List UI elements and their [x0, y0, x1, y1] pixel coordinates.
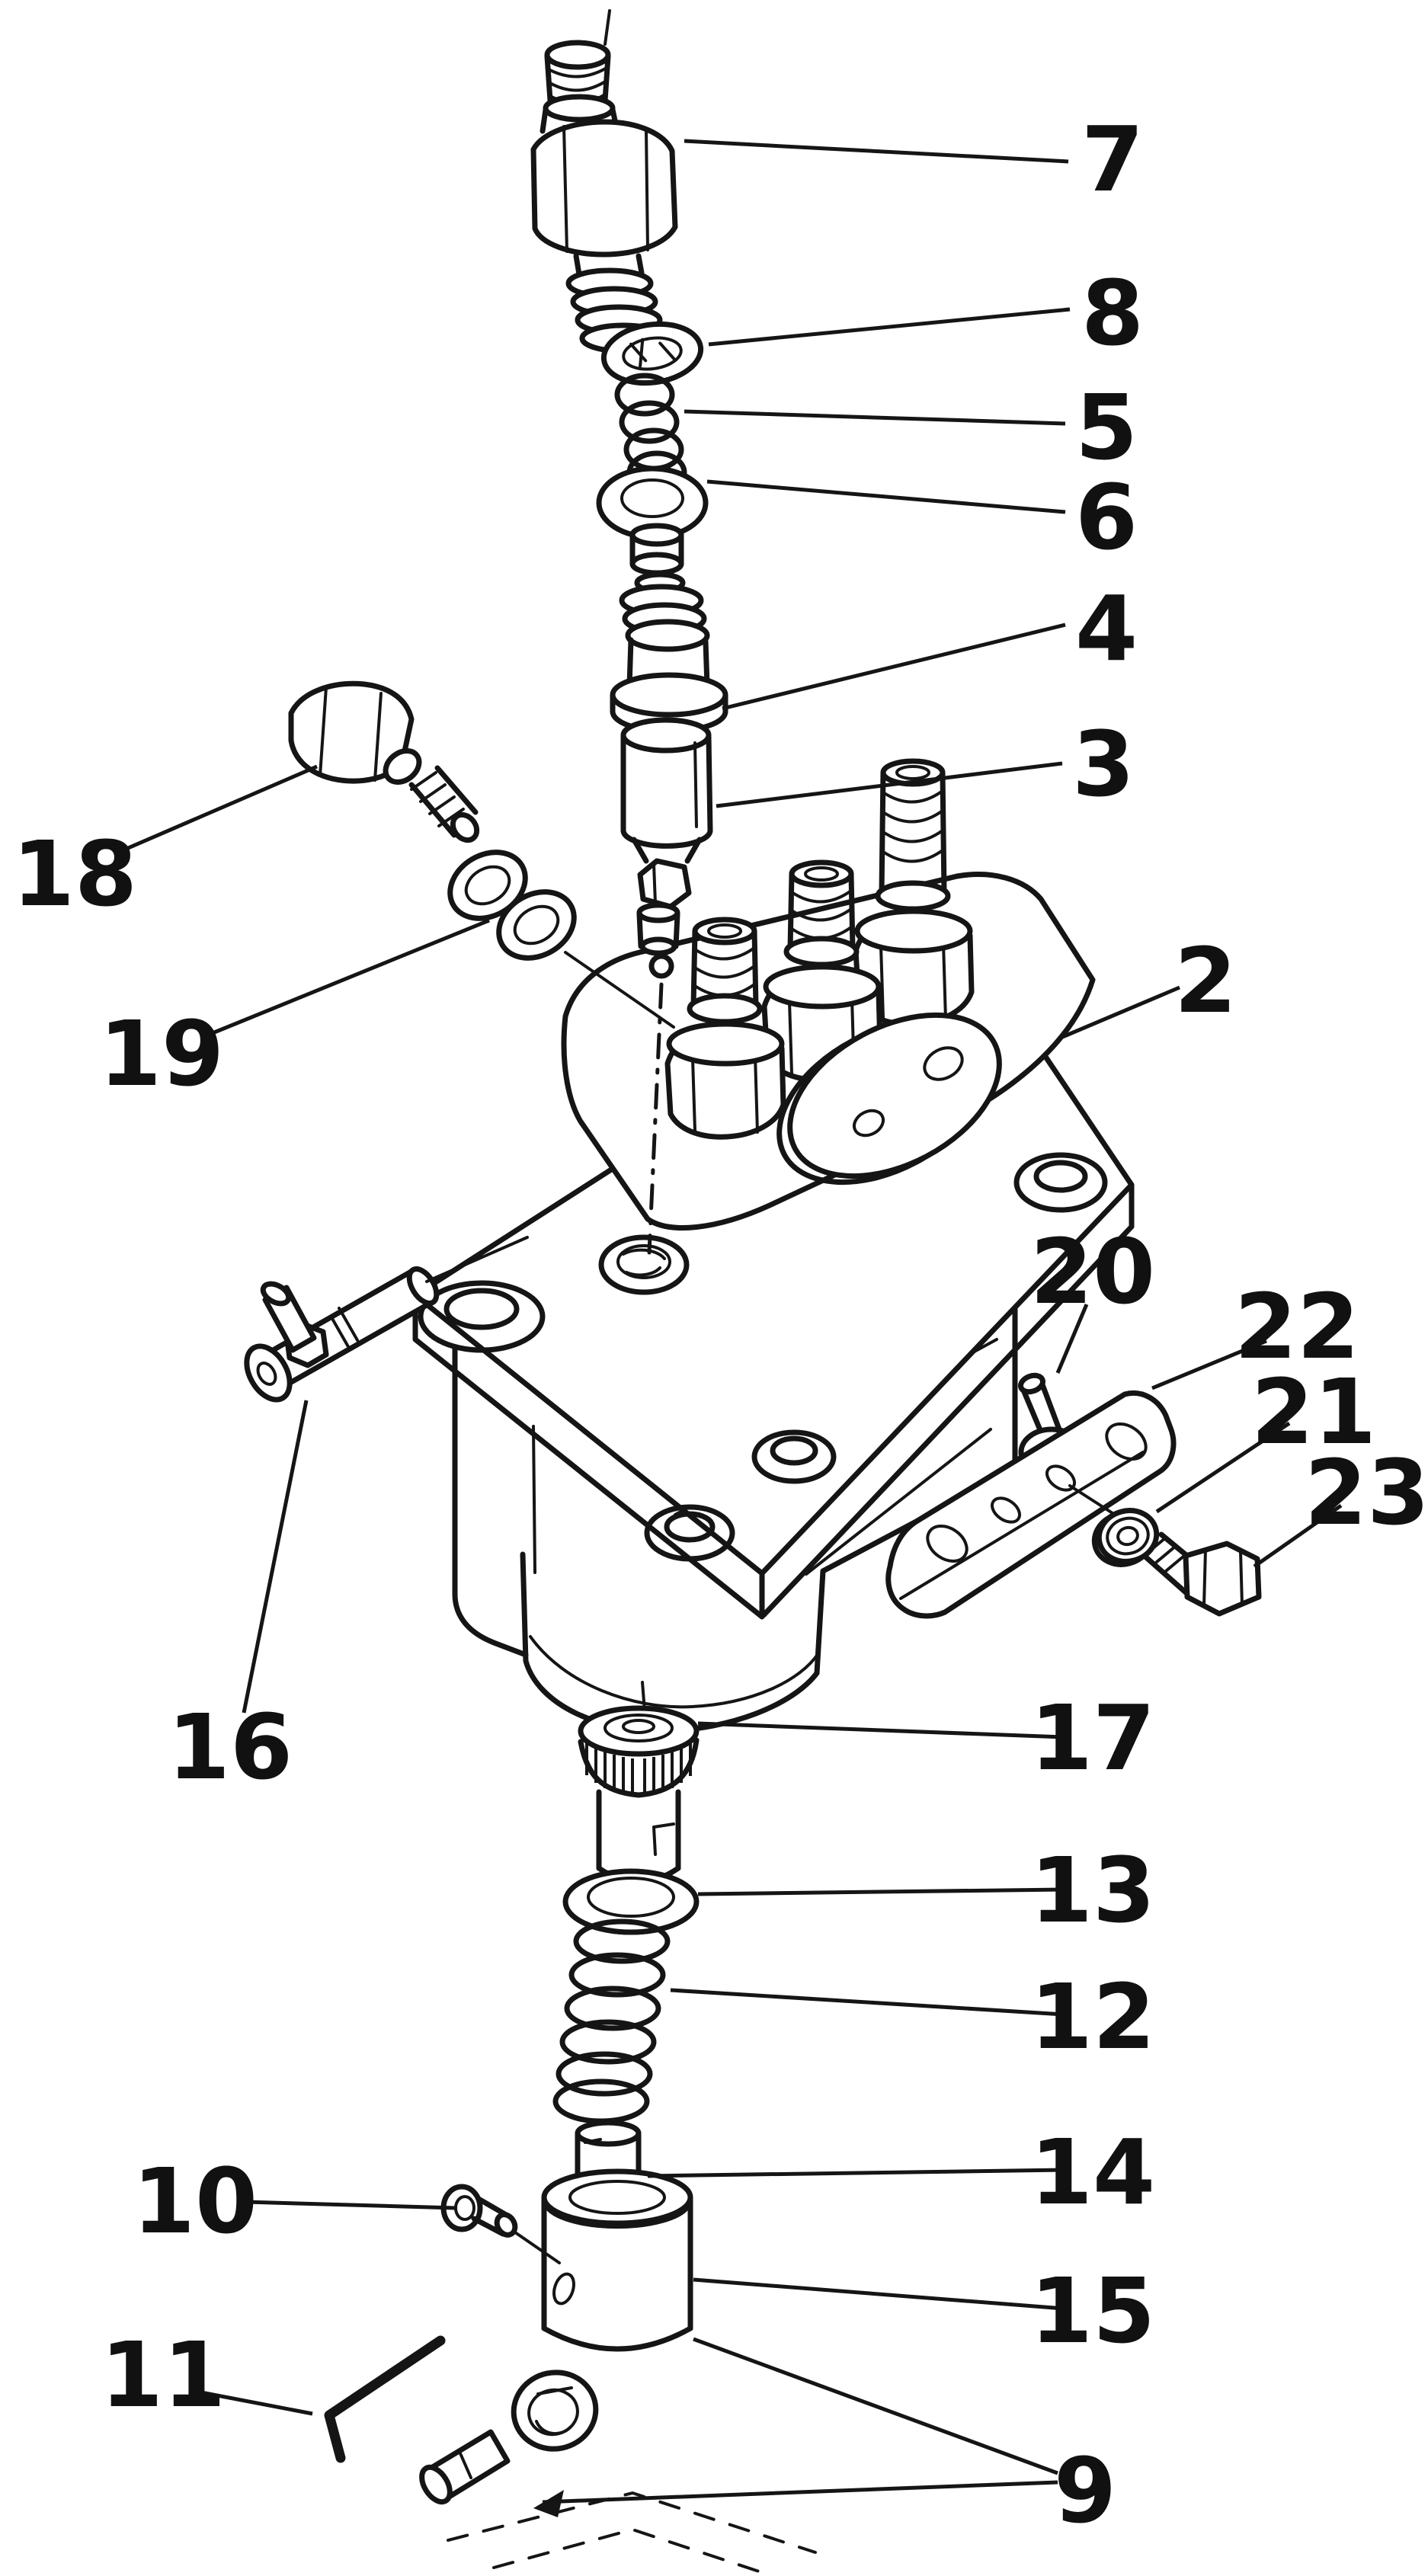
installed-position-outline: [447, 2491, 817, 2575]
tappet-roller-9: [419, 2370, 599, 2505]
leader-line-23: [1253, 1503, 1343, 1569]
callout-label-10-set-screw: 10: [133, 2149, 258, 2254]
callout-label-14-plunger: 14: [1030, 2120, 1155, 2225]
leader-line-19: [200, 918, 490, 1040]
callout-label-21-lock-washer: 21: [1251, 1359, 1376, 1464]
callout-label-7-delivery-valve-holder-nut: 7: [1081, 107, 1144, 212]
callout-label-17-knurled-tappet: 17: [1030, 1685, 1155, 1790]
leader-line-6: [706, 479, 1066, 514]
callout-label-18-joint-bolt: 18: [12, 821, 137, 926]
leader-line-18: [115, 764, 318, 856]
leader-line-17: [697, 1721, 1065, 1739]
leader-line-22: [1151, 1339, 1267, 1390]
spring-seat-4: [610, 523, 728, 734]
callout-label-4-valve-spring-seat: 4: [1075, 576, 1138, 681]
knurled-tappet-17: [578, 1705, 700, 1885]
leader-line-16: [242, 1400, 309, 1714]
callout-label-8-gasket-ring: 8: [1081, 261, 1144, 366]
support-bracket-22: [885, 1390, 1177, 1619]
callout-label-19-sealing-washers: 19: [99, 1001, 224, 1106]
leader-line-9-2: [542, 2480, 1058, 2504]
leader-line-11: [200, 2390, 313, 2416]
pump-housing: [412, 758, 1135, 1734]
leader-line-14: [647, 2168, 1065, 2178]
stop-pin-16: [244, 1236, 529, 1403]
plunger-barrel-15: [541, 2168, 693, 2352]
leader-line-4: [722, 622, 1066, 711]
callout-label-13-spring-seat-ring: 13: [1030, 1838, 1155, 1943]
lock-washer-21: [1091, 1508, 1160, 1567]
leader-line-2: [1060, 985, 1180, 1040]
leader-line-15: [693, 2277, 1065, 2311]
callout-label-3-delivery-valve-body: 3: [1072, 712, 1135, 817]
leader-line-12: [670, 1988, 1065, 2017]
leader-line-20: [1055, 1304, 1089, 1374]
leader-line-13: [697, 1887, 1065, 1896]
delivery-valve-stack: [530, 9, 728, 1255]
callout-label-23-hex-bolt: 23: [1305, 1440, 1428, 1545]
leader-arrowhead-9: [533, 2490, 564, 2517]
joint-bolt-18: [288, 680, 480, 843]
flange-bolt-holes: [418, 1152, 1108, 1562]
valve-body-3: [620, 717, 713, 1255]
callout-label-20-screw-plug: 20: [1030, 1219, 1155, 1324]
callout-label-16-stop-pin: 16: [168, 1694, 293, 1800]
leader-line-21: [1155, 1421, 1291, 1514]
leader-line-3: [716, 761, 1063, 808]
callout-label-22-support-bracket: 22: [1234, 1274, 1359, 1379]
leader-line-5: [684, 409, 1066, 426]
plunger-spring-12: [552, 1918, 671, 2124]
callout-label-2-pump-head-flange: 2: [1174, 928, 1237, 1033]
callout-label-12-plunger-spring: 12: [1030, 1964, 1155, 2069]
side-cover-pad: [776, 1012, 1002, 1186]
leader-line-10: [245, 2200, 456, 2210]
callout-label-9-tappet-roller-set: 9: [1054, 2438, 1116, 2543]
leader-line-7: [684, 139, 1069, 164]
bent-pin-11: [324, 2335, 446, 2463]
threaded-port-hole: [598, 1234, 690, 1295]
sealing-washers-19: [447, 850, 675, 1029]
spring-seat-ring-13: [562, 1868, 700, 1935]
callout-label-11-bent-pin: 11: [101, 2322, 226, 2427]
holder-nut-7: [530, 40, 678, 354]
callout-label-6-seat-washer: 6: [1075, 465, 1138, 570]
leader-line-8: [708, 307, 1071, 347]
gasket-8: [600, 321, 704, 386]
leader-line-9-1: [693, 2337, 1058, 2475]
callout-label-5-valve-spring: 5: [1075, 375, 1138, 480]
delivery-valve-boss-1: [664, 917, 786, 1140]
callout-label-15-plunger-barrel: 15: [1030, 2258, 1155, 2363]
hex-bolt-23: [1143, 1531, 1262, 1617]
